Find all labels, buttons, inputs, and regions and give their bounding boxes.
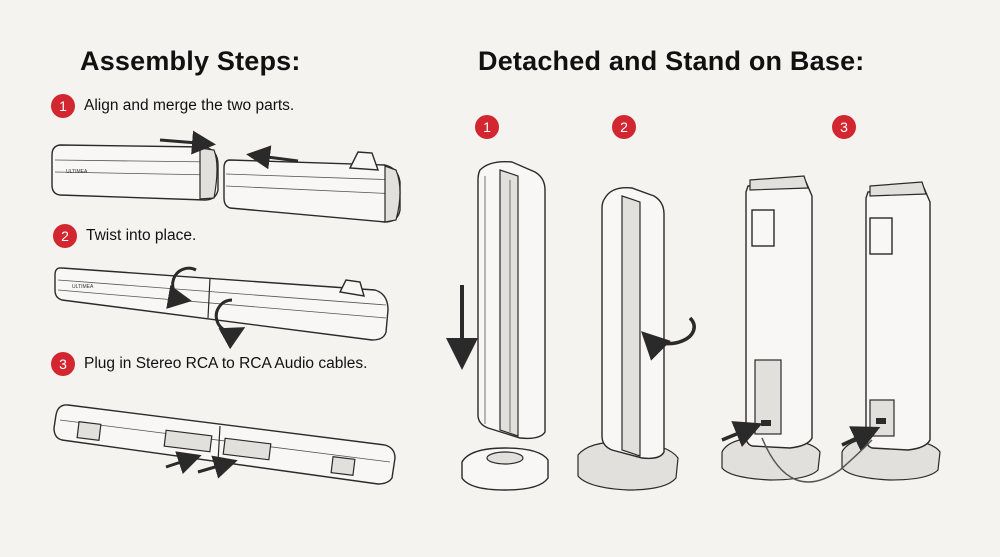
twist-arrow-upper-icon — [166, 266, 197, 309]
rca-plug-arrow-left-icon — [165, 451, 202, 475]
tower-3a-illustration — [721, 175, 821, 481]
rca-arrow-tower-3b-icon — [841, 426, 881, 452]
step-1-text: Align and merge the two parts. — [84, 97, 295, 114]
assembly-steps-title: Assembly Steps: — [80, 46, 301, 76]
rca-arrow-tower-3a-icon — [721, 421, 763, 447]
rca-cable — [761, 437, 873, 483]
assembly-step-3: 3 Plug in Stereo RCA to RCA Audio cables… — [51, 352, 367, 376]
brand-label-1: ULTIMEA — [66, 169, 88, 175]
rca-plug-arrow-right-icon — [197, 455, 238, 479]
brand-label-2: ULTIMEA — [72, 284, 94, 290]
twist-arrow-lower-icon — [214, 298, 246, 350]
merge-arrow-right-icon — [159, 130, 216, 155]
tower-1-illustration — [477, 160, 546, 440]
assembly-step-1: 1 Align and merge the two parts. — [51, 94, 294, 118]
merge-arrow-left-icon — [246, 145, 299, 170]
detached-step-3-badge: 3 — [832, 115, 856, 139]
base-1-illustration — [461, 447, 549, 491]
detached-stand-title: Detached and Stand on Base: — [478, 46, 865, 76]
step-3-text: Plug in Stereo RCA to RCA Audio cables. — [84, 355, 368, 372]
step-2-badge: 2 — [53, 224, 77, 248]
tower-2-illustration — [577, 187, 679, 491]
soundbar-rear-illustration — [53, 404, 396, 485]
twist-arrow-tower-icon — [641, 316, 696, 361]
step-3-badge: 3 — [51, 352, 75, 376]
soundbar-left-half-illustration: ULTIMEA — [51, 144, 219, 201]
assembly-step-2: 2 Twist into place. — [53, 224, 196, 248]
detached-step-1-badge: 1 — [475, 115, 499, 139]
step-2-text: Twist into place. — [86, 227, 197, 244]
step-1-badge: 1 — [51, 94, 75, 118]
tower-3b-illustration — [841, 181, 941, 481]
detached-step-2-badge: 2 — [612, 115, 636, 139]
soundbar-right-half-illustration — [223, 151, 401, 223]
